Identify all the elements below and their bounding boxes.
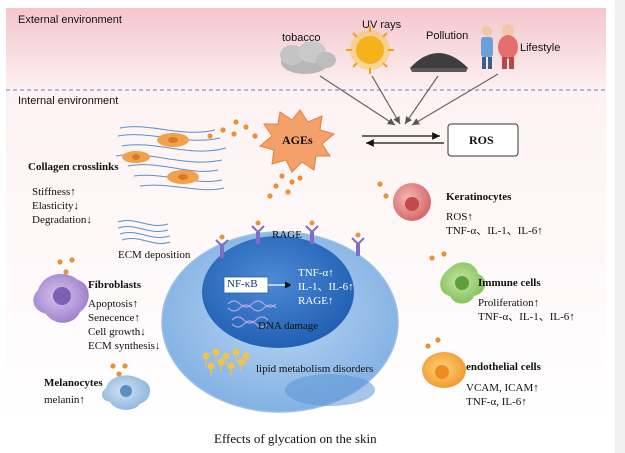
nucleus bbox=[202, 236, 354, 348]
keratinocyte-effects: ROS↑ TNF-α、IL-1、IL-6↑ bbox=[446, 210, 543, 238]
ros-box bbox=[447, 123, 519, 157]
melanocyte-cell bbox=[101, 375, 151, 410]
nfkb-label: NF-κB bbox=[227, 278, 258, 290]
immune-effect: TNF-α、IL-1、IL-6↑ bbox=[478, 311, 575, 324]
keratinocyte-effect: ROS↑ bbox=[446, 211, 473, 223]
collagen-effects: Stiffness↑ Elasticity↓ Degradation↓ bbox=[32, 185, 92, 227]
melanocytes-title: Melanocytes bbox=[44, 377, 103, 389]
external-arrows bbox=[319, 73, 499, 126]
pollution-icon bbox=[410, 53, 468, 72]
endothelial-cell bbox=[422, 352, 466, 388]
collagen-title: Collagen crosslinks bbox=[28, 161, 119, 173]
lifestyle-label: Lifestyle bbox=[520, 42, 561, 54]
external-label: External environment bbox=[18, 14, 122, 26]
collagen-effect: Degradation↓ bbox=[32, 214, 92, 227]
lipid-label: lipid metabolism disorders bbox=[256, 363, 374, 375]
keratinocytes-title: Keratinocytes bbox=[446, 191, 512, 203]
lipid-tails bbox=[205, 355, 247, 376]
collagen-effect: Elasticity↓ bbox=[32, 200, 80, 213]
fibroblast-effects: Apoptosis↑ Senecence↑ Cell growth↓ ECM s… bbox=[88, 297, 160, 353]
page-edge bbox=[615, 0, 625, 453]
fibroblasts-title: Fibroblasts bbox=[88, 279, 141, 291]
rage-receptors bbox=[215, 220, 365, 258]
internal-label: Internal environment bbox=[18, 95, 119, 107]
fibroblast-cell bbox=[33, 274, 89, 323]
immune-effects: Proliferation↑ TNF-α、IL-1、IL-6↑ bbox=[478, 296, 575, 324]
dna-damage-label: DNA damage bbox=[258, 320, 319, 332]
ros-label: ROS bbox=[469, 133, 494, 147]
fibroblast-effect: Cell growth↓ bbox=[88, 326, 146, 339]
lifestyle-icon bbox=[481, 24, 518, 69]
ecm-fibers bbox=[117, 220, 171, 244]
endothelial-effects: VCAM, ICAM↑ TNF-α, IL-6↑ bbox=[466, 381, 539, 409]
fibroblast-effect: Senecence↑ bbox=[88, 312, 140, 325]
immune-effect: Proliferation↑ bbox=[478, 297, 540, 309]
cytokine-item: TNF-α↑ bbox=[298, 267, 334, 279]
figure-caption: Effects of glycation on the skin bbox=[214, 431, 377, 446]
endothelial-effect: TNF-α, IL-6↑ bbox=[466, 396, 527, 409]
keratinocyte-effect: TNF-α、IL-1、IL-6↑ bbox=[446, 225, 543, 238]
collagen-effect: Stiffness↑ bbox=[32, 186, 76, 198]
tobacco-label: tobacco bbox=[282, 32, 321, 44]
sun-icon bbox=[346, 26, 394, 74]
melanocytes-effect: melanin↑ bbox=[44, 394, 85, 406]
cytokine-item: IL-1、IL-6↑ bbox=[298, 281, 354, 294]
pollution-label: Pollution bbox=[426, 30, 469, 42]
uv-label: UV rays bbox=[362, 19, 402, 31]
dna-strands bbox=[227, 300, 277, 328]
immune-title: Immune cells bbox=[478, 277, 541, 289]
ages-dots bbox=[57, 119, 447, 377]
nuclear-cytokines: TNF-α↑ IL-1、IL-6↑ RAGE↑ bbox=[298, 266, 354, 308]
ages-burst bbox=[258, 109, 336, 173]
fibroblast-effect: ECM synthesis↓ bbox=[88, 340, 161, 353]
lipid-droplets bbox=[202, 348, 250, 370]
keratinocyte-cell bbox=[393, 183, 431, 221]
tobacco-icon bbox=[280, 41, 336, 74]
ages-label: AGEs bbox=[282, 133, 313, 147]
rage-label: RAGE bbox=[272, 229, 302, 241]
endothelial-title: endothelial cells bbox=[466, 361, 541, 373]
cell-organelle bbox=[285, 374, 375, 406]
cytokine-item: RAGE↑ bbox=[298, 295, 334, 308]
immune-cell bbox=[440, 262, 486, 304]
fibroblast-effect: Apoptosis↑ bbox=[88, 298, 139, 310]
ages-ros-arrows bbox=[362, 132, 444, 147]
collagen-cells bbox=[122, 133, 199, 184]
ecm-label: ECM deposition bbox=[118, 249, 191, 261]
endothelial-effect: VCAM, ICAM↑ bbox=[466, 382, 539, 394]
